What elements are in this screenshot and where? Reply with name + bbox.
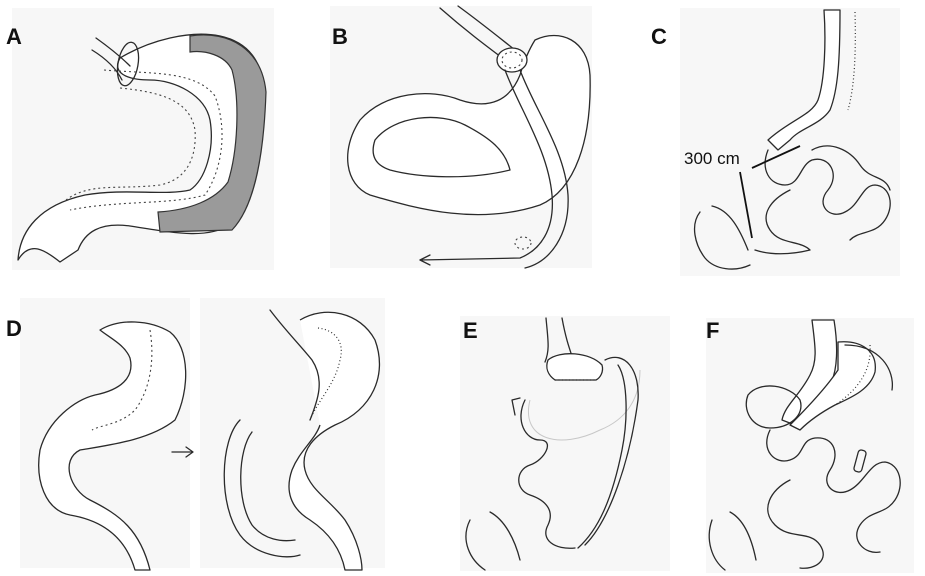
panel-e: E — [460, 316, 670, 571]
panel-c-background — [680, 8, 900, 276]
length-annotation: 300 cm — [684, 149, 740, 168]
panel-d: D — [6, 298, 385, 570]
panel-f-background — [706, 318, 914, 573]
panel-a-label: A — [6, 24, 22, 49]
panel-d-label: D — [6, 316, 22, 341]
panel-b: B — [330, 6, 592, 268]
panel-f-label: F — [706, 318, 719, 343]
panel-a: A — [6, 8, 274, 270]
panel-b-label: B — [332, 24, 348, 49]
panel-c: C 300 cm — [651, 8, 900, 276]
panel-e-label: E — [463, 318, 478, 343]
panel-f: F — [706, 318, 914, 573]
panel-c-label: C — [651, 24, 667, 49]
